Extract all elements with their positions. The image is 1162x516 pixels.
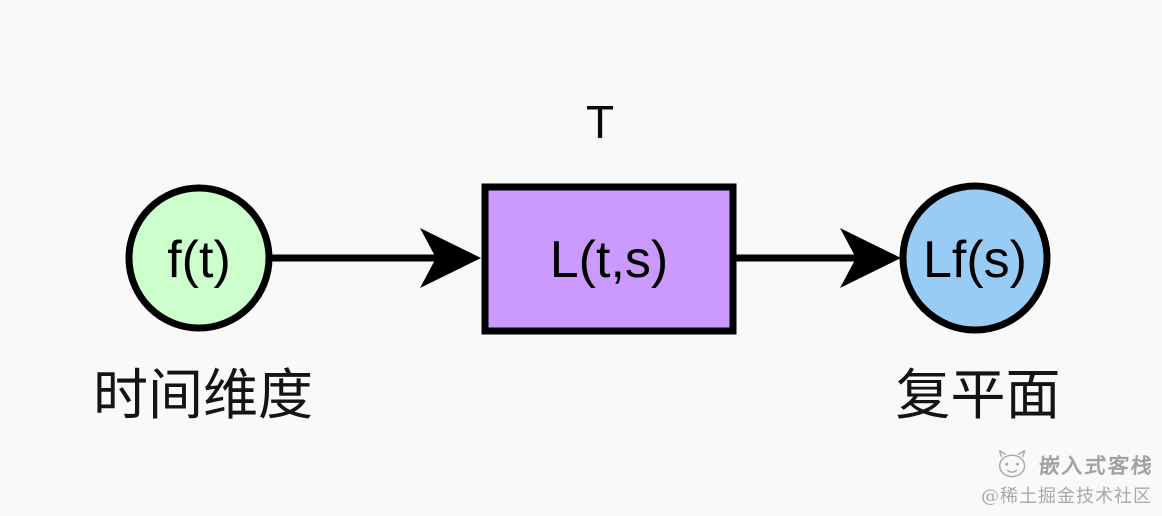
arrow-head-left xyxy=(420,228,481,288)
transform-rect-shape xyxy=(481,183,737,335)
arrow-source-to-transform xyxy=(272,228,481,288)
transform-node-label: L(t,s) xyxy=(550,231,668,289)
source-circle-shape xyxy=(125,184,273,332)
result-node-label: Lf(s) xyxy=(923,231,1027,289)
result-circle-shape xyxy=(899,182,1051,334)
caption-time-domain: 时间维度 xyxy=(93,363,313,427)
node-transform-lts[interactable]: L(t,s) xyxy=(481,183,737,335)
node-result-lfs[interactable]: Lf(s) xyxy=(899,182,1051,334)
operator-label-t: T xyxy=(586,96,614,148)
arrow-head-right xyxy=(840,228,901,288)
source-node-label: f(t) xyxy=(167,231,231,289)
node-source-ft[interactable]: f(t) xyxy=(125,184,273,332)
arrow-transform-to-result xyxy=(735,228,901,288)
caption-complex-plane: 复平面 xyxy=(895,363,1060,427)
